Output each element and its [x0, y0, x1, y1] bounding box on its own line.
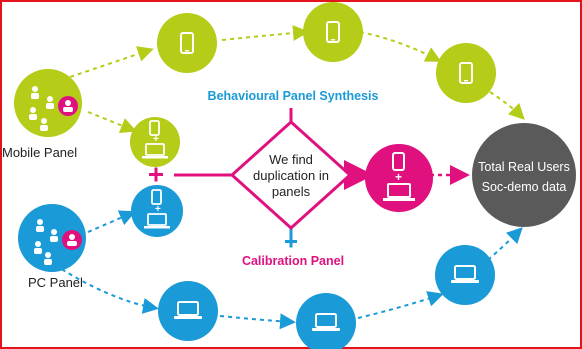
mobile-node-1 [157, 13, 217, 73]
pc-node-1 [158, 281, 218, 341]
pc-panel-node [18, 204, 86, 272]
pc-node-2 [296, 293, 356, 349]
synthesis-heading: Behavioural Panel Synthesis [208, 89, 379, 103]
mobile-panel-label: Mobile Panel [2, 145, 77, 160]
phone-icon [149, 120, 160, 136]
result-line2: Soc-demo data [482, 180, 567, 194]
mobile-node-3 [436, 43, 496, 103]
svg-text:+: + [395, 170, 402, 184]
people-icon [34, 219, 58, 265]
mobile-panel-node [14, 69, 82, 137]
plus-icon [149, 167, 163, 182]
people-icon [29, 86, 54, 131]
svg-text:+: + [155, 204, 161, 215]
pc-panel-label: PC Panel [28, 275, 83, 290]
pc-node-3 [435, 245, 495, 305]
phone-icon [151, 189, 162, 205]
total-users-node [472, 123, 576, 227]
laptop-icon [144, 213, 170, 229]
pc-flow-lines [54, 210, 523, 330]
synthesis-node: + [365, 144, 433, 212]
mobile-combo-node: + [130, 117, 180, 167]
pc-combo-node: + [131, 185, 183, 237]
calibration-heading: Calibration Panel [242, 254, 344, 268]
center-line3: panels [272, 184, 311, 199]
mobile-node-2 [303, 2, 363, 62]
laptop-icon [142, 143, 168, 159]
center-line2: duplication in [253, 168, 329, 183]
mobile-flow-lines [54, 25, 525, 133]
center-line1: We find [269, 152, 313, 167]
plus-icon [285, 235, 297, 248]
phone-icon [392, 152, 405, 171]
duplication-diamond [229, 119, 353, 231]
svg-text:+: + [153, 134, 159, 145]
laptop-icon [383, 183, 415, 201]
result-line1: Total Real Users [478, 160, 570, 174]
